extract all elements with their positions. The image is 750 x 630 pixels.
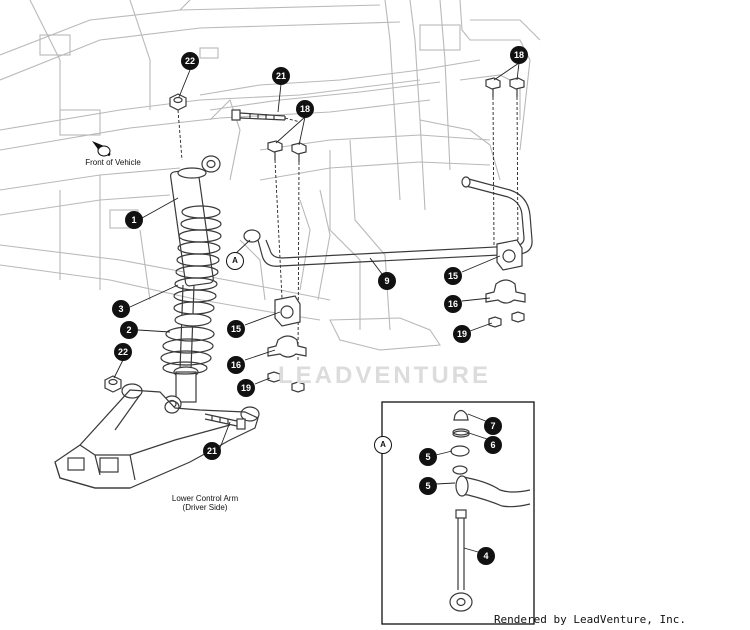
callout-21-lower: 21 — [203, 442, 221, 460]
nut-19-left-b — [291, 381, 305, 393]
detail-marker-main: A — [226, 252, 244, 270]
callout-5-upper: 5 — [419, 448, 437, 466]
callout-3: 3 — [112, 300, 130, 318]
svg-text:19: 19 — [241, 383, 251, 393]
svg-text:4: 4 — [483, 551, 488, 561]
watermark: LEADVENTURE — [278, 362, 492, 389]
callout-18-right: 18 — [510, 46, 528, 64]
svg-text:18: 18 — [514, 50, 524, 60]
bracket-16-right — [485, 279, 526, 304]
callout-9: 9 — [378, 272, 396, 290]
svg-text:16: 16 — [231, 360, 241, 370]
detail-marker-inset: A — [374, 436, 392, 454]
nut-22-lower — [104, 375, 122, 393]
svg-text:9: 9 — [384, 276, 389, 286]
bushing-15-right — [496, 239, 523, 271]
svg-text:15: 15 — [231, 324, 241, 334]
bolt-18-right-a — [485, 77, 501, 97]
lower-control-arm-label-line1: Lower Control Arm — [171, 494, 239, 503]
lower-control-arm — [54, 383, 260, 489]
callout-15-right: 15 — [444, 267, 462, 285]
callout-22-lower: 22 — [114, 343, 132, 361]
nut-22-upper — [169, 93, 187, 111]
svg-text:16: 16 — [448, 299, 458, 309]
svg-text:21: 21 — [276, 71, 286, 81]
bolt-21-lower — [204, 413, 246, 430]
bolt-18-right-b — [509, 77, 525, 97]
bolt-21-upper — [231, 109, 286, 121]
bushing-15-left — [274, 295, 301, 327]
alignment-lines — [177, 96, 519, 361]
leader-lines — [113, 62, 520, 555]
bracket-16-left — [267, 335, 307, 358]
credit-text: Rendered by LeadVenture, Inc. — [493, 613, 686, 626]
nut-19-left-a — [267, 371, 281, 383]
coil-spring — [160, 205, 222, 375]
callout-16-right: 16 — [444, 295, 462, 313]
lower-control-arm-label-line2: (Driver Side) — [182, 503, 228, 512]
svg-text:21: 21 — [207, 446, 217, 456]
callout-15-left: 15 — [227, 320, 245, 338]
callout-5-lower: 5 — [419, 477, 437, 495]
detail-inset-box — [381, 401, 535, 625]
svg-text:22: 22 — [185, 56, 195, 66]
callout-6: 6 — [484, 436, 502, 454]
callout-19-right: 19 — [453, 325, 471, 343]
svg-text:5: 5 — [425, 481, 430, 491]
lower-control-arm-label: Lower Control Arm (Driver Side) — [160, 494, 250, 512]
svg-text:15: 15 — [448, 271, 458, 281]
callout-18-left: 18 — [296, 100, 314, 118]
nut-19-right-a — [488, 316, 502, 328]
callout-19-left: 19 — [237, 379, 255, 397]
callout-4: 4 — [477, 547, 495, 565]
callout-22-upper: 22 — [181, 52, 199, 70]
callout-16-left: 16 — [227, 356, 245, 374]
svg-text:3: 3 — [118, 304, 123, 314]
front-of-vehicle-label: Front of Vehicle — [85, 158, 141, 167]
stabilizer-bar — [243, 176, 533, 267]
callout-1: 1 — [125, 211, 143, 229]
svg-text:18: 18 — [300, 104, 310, 114]
callout-2: 2 — [120, 321, 138, 339]
svg-text:6: 6 — [490, 440, 495, 450]
svg-text:7: 7 — [490, 421, 495, 431]
callout-7: 7 — [484, 417, 502, 435]
svg-text:19: 19 — [457, 329, 467, 339]
svg-text:1: 1 — [131, 215, 136, 225]
bolt-18-left-b — [291, 142, 307, 162]
svg-text:5: 5 — [425, 452, 430, 462]
callout-21-upper: 21 — [272, 67, 290, 85]
bolt-18-left-a — [267, 140, 283, 160]
vehicle-frame — [0, 0, 541, 351]
front-arrow-icon — [92, 141, 111, 157]
svg-text:22: 22 — [118, 347, 128, 357]
nut-19-right-b — [511, 311, 525, 323]
svg-text:2: 2 — [126, 325, 131, 335]
